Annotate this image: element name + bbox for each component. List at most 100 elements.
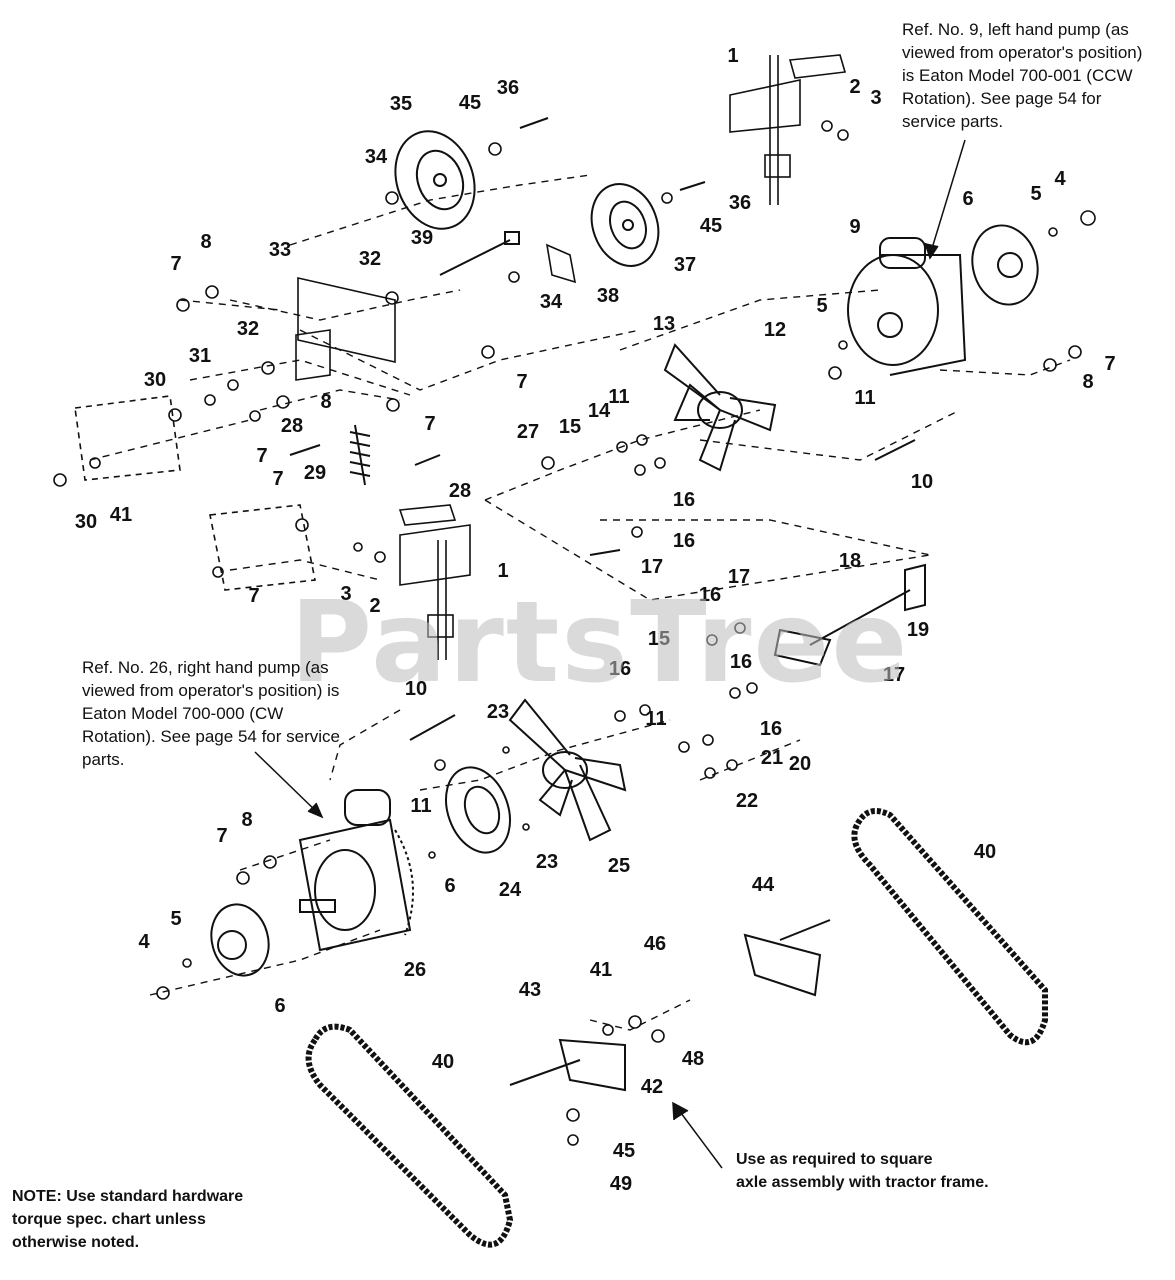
hardware-washers bbox=[53, 120, 1096, 1146]
callout-11: 11 bbox=[854, 387, 875, 409]
callout-10: 10 bbox=[405, 678, 427, 700]
callout-5: 5 bbox=[170, 908, 181, 930]
callout-17: 17 bbox=[641, 556, 663, 578]
callout-1: 1 bbox=[727, 45, 738, 67]
callout-16: 16 bbox=[673, 489, 695, 511]
callout-7: 7 bbox=[1104, 353, 1115, 375]
callout-45: 45 bbox=[459, 92, 481, 114]
callout-40: 40 bbox=[432, 1051, 454, 1073]
callout-19: 19 bbox=[907, 619, 929, 641]
callout-6: 6 bbox=[962, 188, 973, 210]
callout-16: 16 bbox=[673, 530, 695, 552]
callout-45: 45 bbox=[700, 215, 722, 237]
callout-11: 11 bbox=[608, 386, 629, 408]
callout-2: 2 bbox=[369, 595, 380, 617]
bolts bbox=[289, 117, 916, 741]
callout-30: 30 bbox=[144, 369, 166, 391]
callout-46: 46 bbox=[644, 933, 666, 955]
callout-4: 4 bbox=[1054, 168, 1066, 190]
shaft-19 bbox=[773, 563, 926, 667]
callout-4: 4 bbox=[138, 931, 150, 953]
callout-39: 39 bbox=[411, 227, 433, 249]
callout-11: 11 bbox=[645, 708, 666, 730]
axle-43 bbox=[509, 1038, 626, 1092]
callout-5: 5 bbox=[816, 295, 827, 317]
arrows bbox=[254, 139, 966, 1169]
callout-38: 38 bbox=[597, 285, 619, 307]
note-square-axle: Use as required to square axle assembly … bbox=[736, 1151, 989, 1191]
callout-26: 26 bbox=[404, 959, 426, 981]
callout-7: 7 bbox=[272, 468, 283, 490]
callout-42: 42 bbox=[641, 1076, 663, 1098]
callout-41: 41 bbox=[590, 959, 612, 981]
callout-7: 7 bbox=[516, 371, 527, 393]
callout-28: 28 bbox=[449, 480, 471, 502]
callout-17: 17 bbox=[728, 566, 750, 588]
callout-25: 25 bbox=[608, 855, 630, 877]
callout-34: 34 bbox=[365, 146, 388, 168]
callout-37: 37 bbox=[674, 254, 696, 276]
chain-40-lower bbox=[305, 1023, 514, 1248]
callout-33: 33 bbox=[269, 239, 291, 261]
callout-3: 3 bbox=[340, 583, 351, 605]
callout-34: 34 bbox=[540, 291, 563, 313]
callout-22: 22 bbox=[736, 790, 758, 812]
callout-20: 20 bbox=[789, 753, 811, 775]
callout-10: 10 bbox=[911, 471, 933, 493]
callout-3: 3 bbox=[870, 87, 881, 109]
callout-9: 9 bbox=[849, 216, 860, 238]
callout-16: 16 bbox=[699, 584, 721, 606]
callout-43: 43 bbox=[519, 979, 541, 1001]
callout-6: 6 bbox=[274, 995, 285, 1017]
assembly-lines bbox=[89, 174, 1071, 1031]
hub-6-upper bbox=[971, 224, 1039, 306]
callout-8: 8 bbox=[1082, 371, 1093, 393]
callout-7: 7 bbox=[424, 413, 435, 435]
callout-40: 40 bbox=[974, 841, 996, 863]
callout-41: 41 bbox=[110, 504, 132, 526]
callout-45: 45 bbox=[613, 1140, 635, 1162]
callout-7: 7 bbox=[256, 445, 267, 467]
note-torque: NOTE: Use standard hardware torque spec.… bbox=[12, 1188, 244, 1251]
callout-32: 32 bbox=[359, 248, 381, 270]
pump-9 bbox=[847, 237, 967, 376]
callout-32: 32 bbox=[237, 318, 259, 340]
callout-5: 5 bbox=[1030, 183, 1041, 205]
callout-6: 6 bbox=[444, 875, 455, 897]
callout-15: 15 bbox=[648, 628, 670, 650]
callout-36: 36 bbox=[729, 192, 751, 214]
fan-25 bbox=[508, 698, 627, 842]
callout-27: 27 bbox=[517, 421, 539, 443]
pulley-24 bbox=[445, 766, 511, 854]
callout-30: 30 bbox=[75, 511, 97, 533]
callout-44: 44 bbox=[752, 874, 775, 896]
callout-15: 15 bbox=[559, 416, 581, 438]
callout-23: 23 bbox=[487, 701, 509, 723]
callout-11: 11 bbox=[410, 795, 431, 817]
fan-13 bbox=[663, 343, 777, 472]
callout-29: 29 bbox=[304, 462, 326, 484]
callout-36: 36 bbox=[497, 77, 519, 99]
callout-12: 12 bbox=[764, 319, 786, 341]
callout-49: 49 bbox=[610, 1173, 632, 1195]
callout-16: 16 bbox=[730, 651, 752, 673]
callout-16: 16 bbox=[609, 658, 631, 680]
callout-35: 35 bbox=[390, 93, 412, 115]
hub-6-lower bbox=[210, 903, 270, 977]
callout-17: 17 bbox=[883, 664, 905, 686]
pulley-35 bbox=[394, 130, 476, 230]
callout-7: 7 bbox=[170, 253, 181, 275]
callout-7: 7 bbox=[248, 585, 259, 607]
callout-21: 21 bbox=[761, 747, 783, 769]
callout-8: 8 bbox=[241, 809, 252, 831]
callout-48: 48 bbox=[682, 1048, 704, 1070]
note-right-pump: Ref. No. 26, right hand pump (as viewed … bbox=[82, 658, 340, 769]
callout-16: 16 bbox=[760, 718, 782, 740]
callout-8: 8 bbox=[320, 391, 331, 413]
pulley-37 bbox=[590, 183, 660, 267]
callout-13: 13 bbox=[653, 313, 675, 335]
chain-40-upper bbox=[851, 808, 1048, 1046]
callout-31: 31 bbox=[189, 345, 211, 367]
callout-2: 2 bbox=[849, 76, 860, 98]
